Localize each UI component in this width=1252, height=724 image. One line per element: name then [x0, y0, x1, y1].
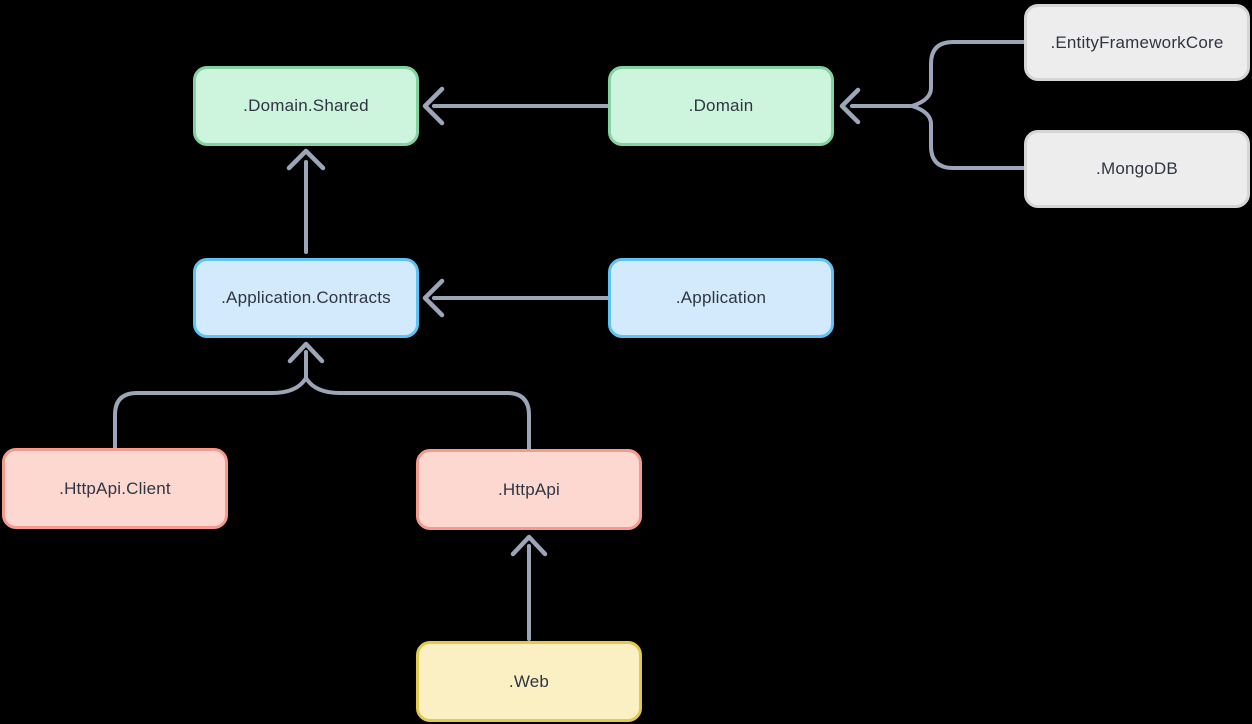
- edge-httpapi-client-branch: [113, 376, 308, 450]
- edge-entity-framework-core-branch: [910, 40, 1026, 108]
- node-domain: .Domain: [608, 66, 834, 146]
- node-application-contracts-label: .Application.Contracts: [221, 288, 391, 307]
- node-httpapi-client-label: .HttpApi.Client: [59, 478, 171, 498]
- arrowhead-application-contracts-to-domain-shared: [286, 148, 326, 171]
- node-application-contracts: .Application.Contracts: [193, 258, 419, 338]
- node-httpapi: .HttpApi: [416, 449, 642, 530]
- node-web: .Web: [416, 641, 642, 722]
- node-httpapi-client: .HttpApi.Client: [2, 448, 228, 529]
- arrowhead-web-to-httpapi: [510, 534, 548, 557]
- node-entity-framework-core-label: .EntityFrameworkCore: [1050, 32, 1224, 52]
- node-domain-shared: .Domain.Shared: [193, 66, 419, 146]
- arrowhead-merged-to-domain: [839, 87, 861, 125]
- node-application-label: .Application: [675, 288, 767, 307]
- node-domain-label: .Domain: [688, 96, 754, 115]
- node-domain-shared-label: .Domain.Shared: [243, 96, 369, 115]
- node-httpapi-label: .HttpApi: [497, 479, 561, 499]
- node-application: .Application: [608, 258, 834, 338]
- edge-mongodb-branch: [910, 104, 1026, 170]
- edge-httpapi-branch: [304, 376, 531, 451]
- node-mongodb-label: .MongoDB: [1096, 159, 1178, 178]
- node-entity-framework-core: .EntityFrameworkCore: [1024, 4, 1250, 81]
- node-web-label: .Web: [508, 671, 550, 691]
- arrowhead-domain-to-domain-shared: [422, 86, 445, 126]
- arrowhead-application-to-application-contracts: [422, 278, 445, 318]
- node-mongodb: .MongoDB: [1024, 130, 1250, 208]
- arrowhead-merged-to-application-contracts: [287, 341, 325, 364]
